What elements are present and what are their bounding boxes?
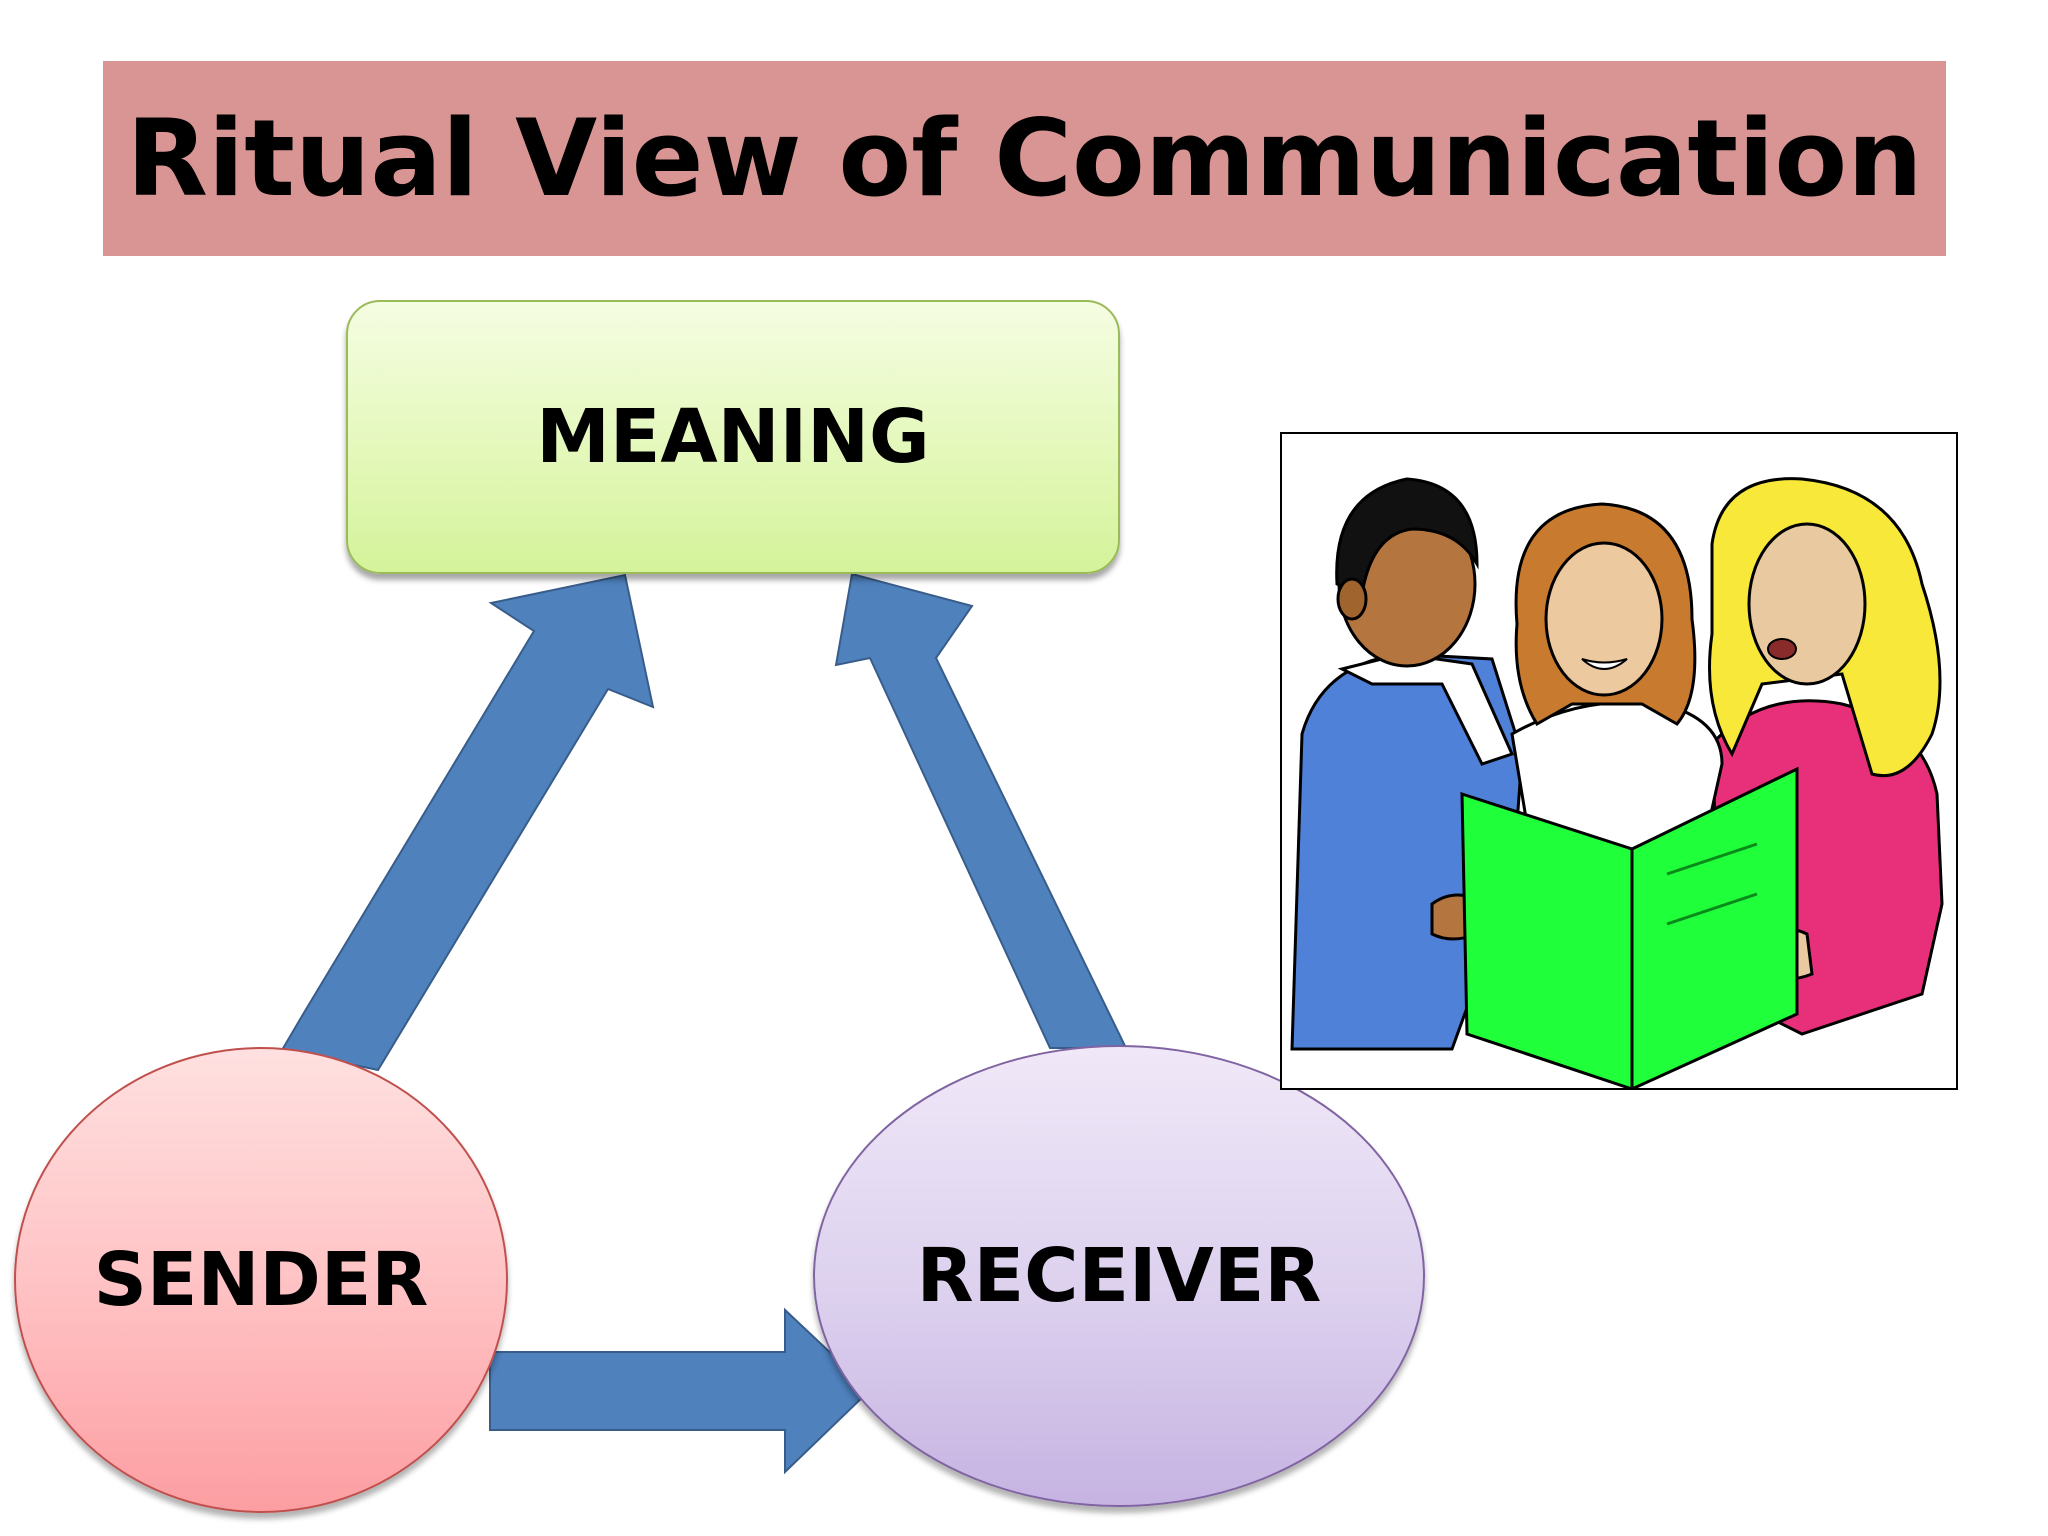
sender-circle: SENDER: [14, 1047, 508, 1513]
receiver-circle: RECEIVER: [813, 1045, 1425, 1507]
title-banner: Ritual View of Communication: [103, 61, 1946, 256]
singers-clipart: [1280, 432, 1958, 1090]
arrow-sender-to-meaning: [280, 573, 655, 1072]
sender-label: SENDER: [93, 1237, 429, 1323]
slide-title: Ritual View of Communication: [126, 97, 1923, 220]
arrow-receiver-to-meaning: [834, 572, 1128, 1049]
songbook-line: [1666, 892, 1758, 926]
right-singer-mouth: [1767, 638, 1797, 660]
meaning-label: MEANING: [536, 394, 930, 480]
singers-illustration: [1290, 477, 1944, 1088]
receiver-label: RECEIVER: [916, 1233, 1322, 1319]
left-singer-ear: [1336, 577, 1368, 621]
middle-singer-mouth: [1581, 658, 1628, 670]
left-singer-hair: [1335, 477, 1479, 597]
songbook-line: [1666, 842, 1758, 876]
songbook-right-page: [1630, 766, 1799, 1088]
meaning-box: MEANING: [346, 300, 1120, 574]
right-singer-face: [1747, 522, 1867, 686]
middle-singer-face: [1544, 541, 1664, 697]
arrow-sender-to-receiver: [489, 1307, 872, 1475]
songbook-left-page: [1460, 791, 1634, 1088]
